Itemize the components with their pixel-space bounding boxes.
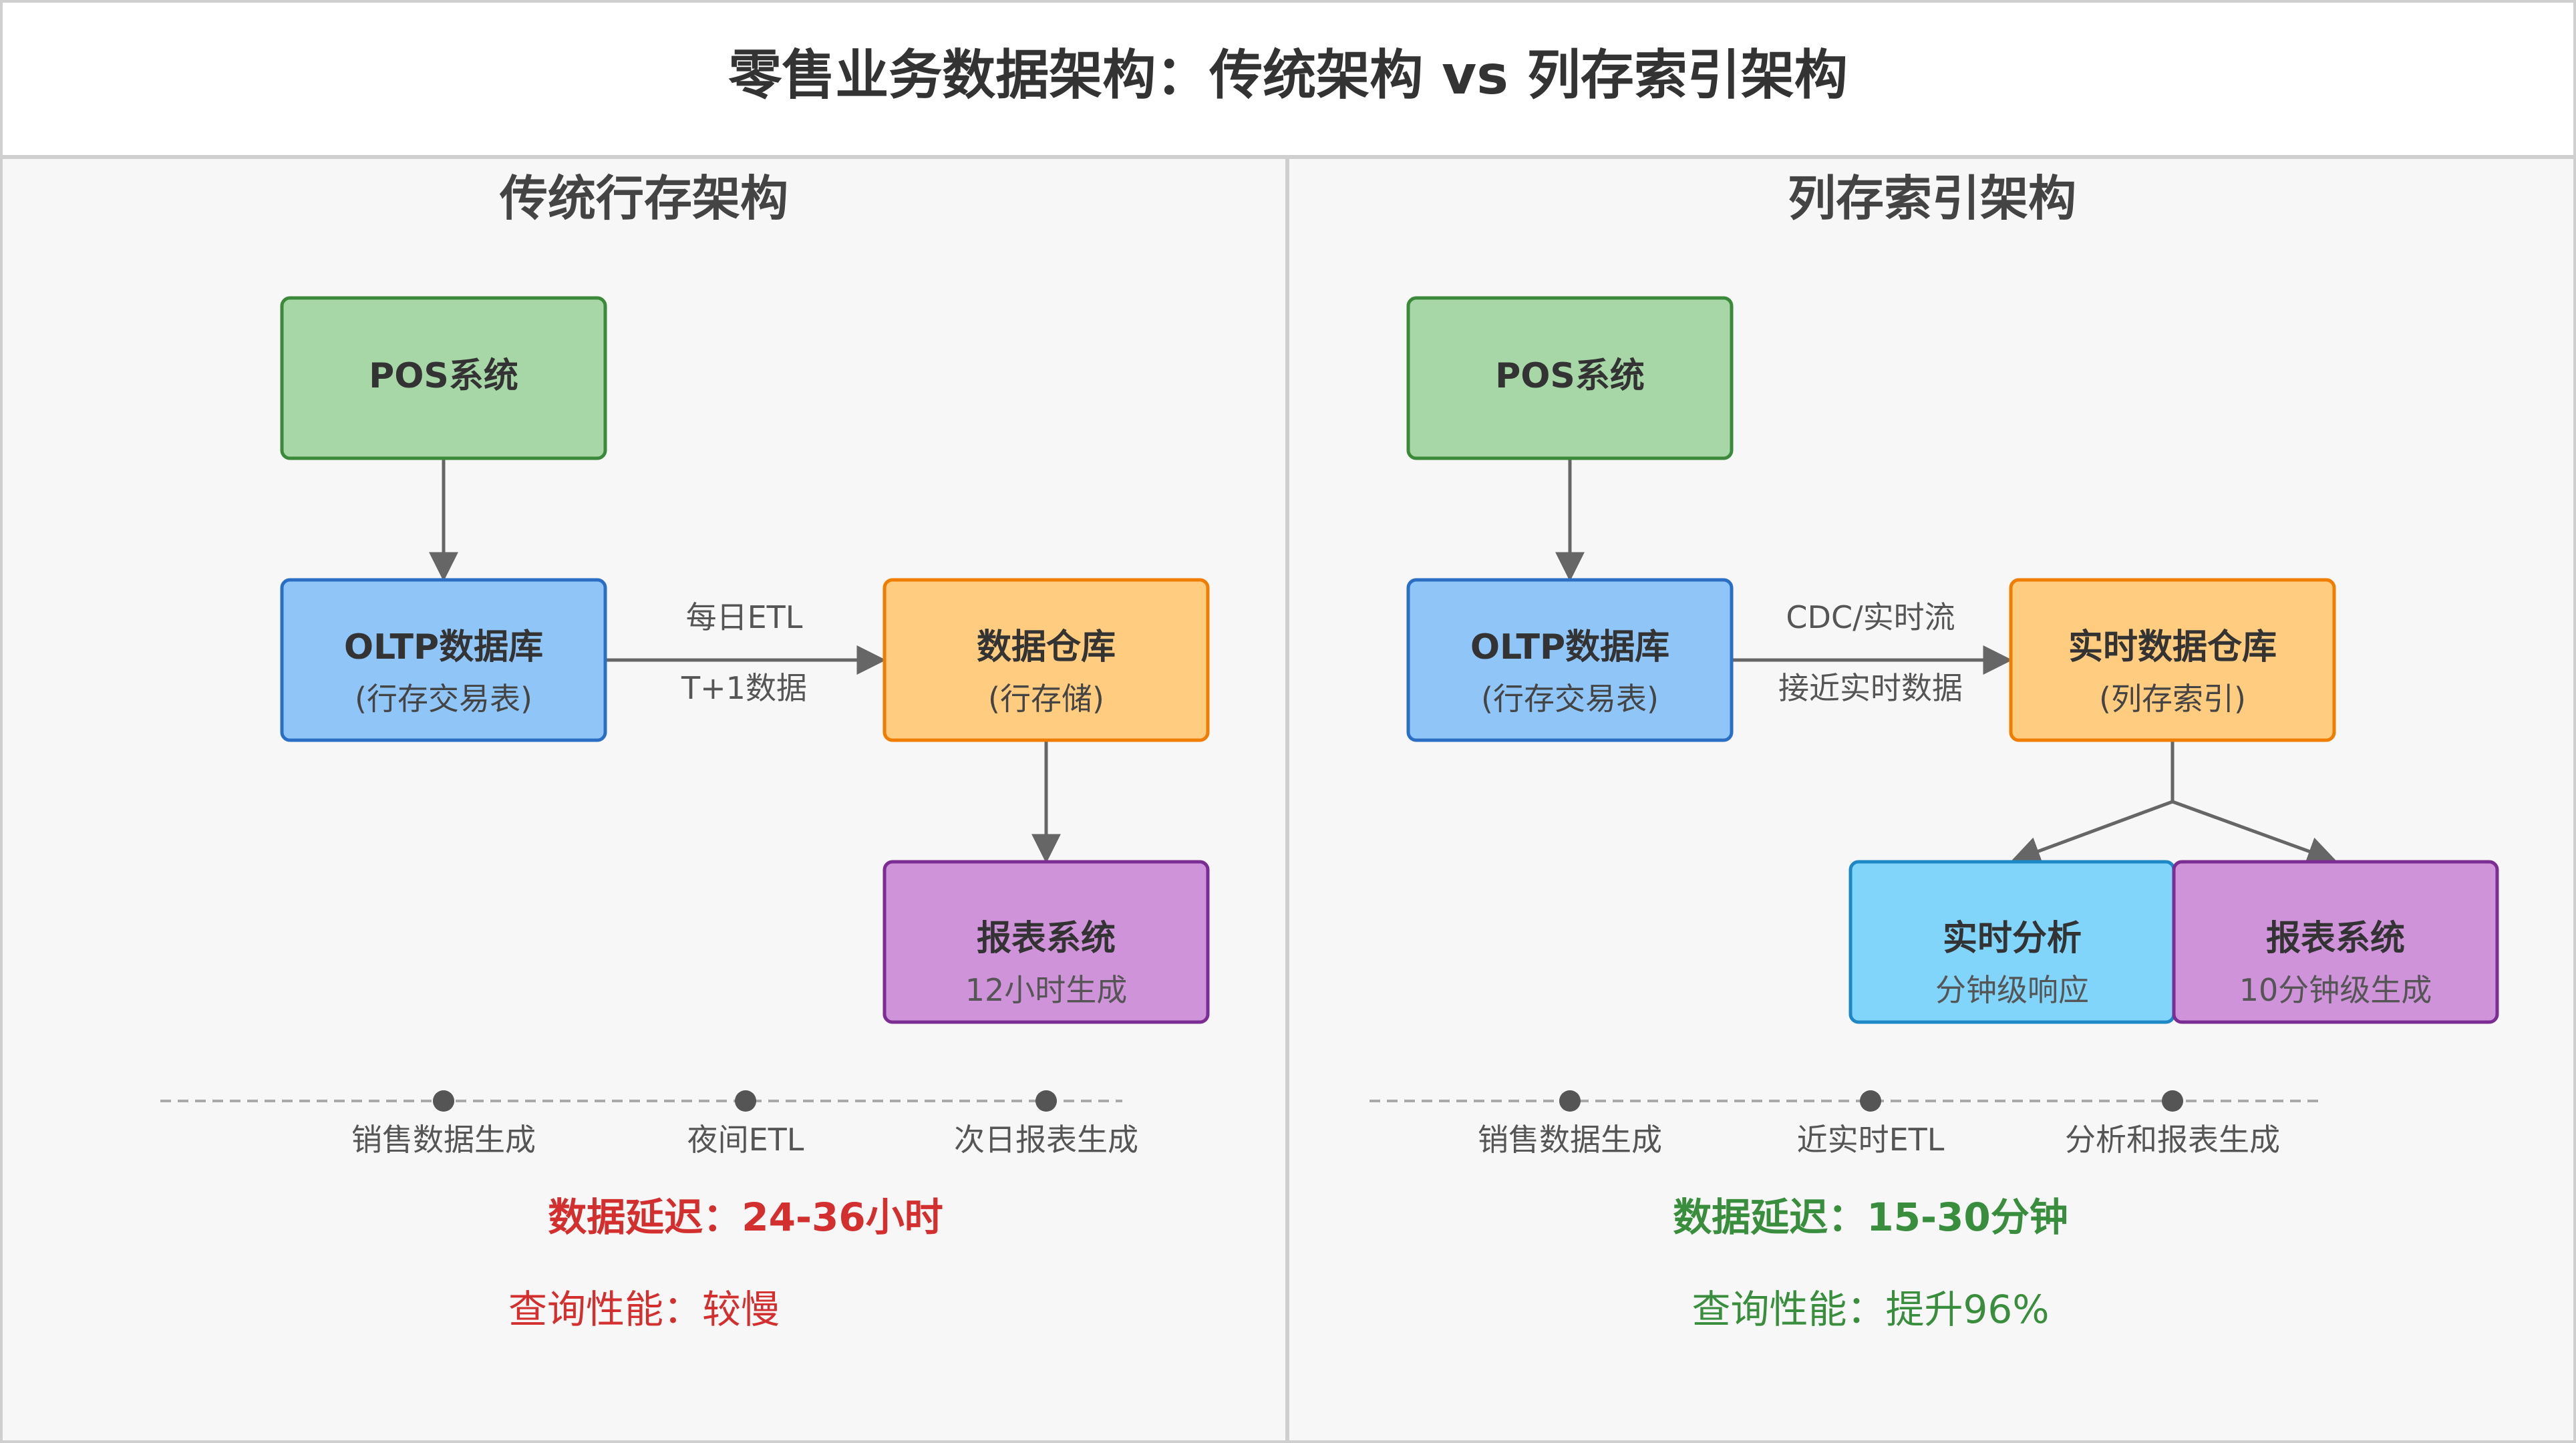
page-title: 零售业务数据架构：传统架构 vs 列存索引架构 — [728, 44, 1847, 106]
left-timeline-dot-1 — [433, 1090, 454, 1112]
left-performance: 查询性能：较慢 — [508, 1287, 780, 1332]
right-edge-label-bottom: 接近实时数据 — [1778, 670, 1963, 706]
right-edge-dw-analysis — [2010, 800, 2173, 865]
left-panel — [0, 156, 1288, 1443]
right-timeline-dot-3 — [2162, 1090, 2183, 1112]
left-node-dw-sub: (行存储) — [988, 681, 1104, 717]
right-timeline-dot-2 — [1860, 1090, 1881, 1112]
right-node-report: 报表系统 10分钟级生成 — [2172, 860, 2499, 1024]
right-node-dw-sub: (列存索引) — [2099, 681, 2246, 717]
right-timeline-label-1: 销售数据生成 — [1478, 1122, 1662, 1158]
left-edge-label-bottom: T+1数据 — [681, 670, 807, 706]
right-timeline-label-3: 分析和报表生成 — [2065, 1122, 2280, 1158]
right-edge-label-top: CDC/实时流 — [1786, 599, 1955, 635]
left-node-report: 报表系统 12小时生成 — [882, 860, 1210, 1024]
left-node-report-title: 报表系统 — [977, 919, 1116, 959]
right-node-pos: POS系统 — [1406, 296, 1734, 460]
left-latency: 数据延迟：24-36小时 — [548, 1194, 943, 1240]
right-node-analysis-sub: 分钟级响应 — [1935, 972, 2089, 1008]
left-timeline-dot-2 — [735, 1090, 756, 1112]
left-node-pos: POS系统 — [280, 296, 607, 460]
left-node-oltp-title: OLTP数据库 — [344, 627, 543, 667]
right-node-oltp: OLTP数据库 (行存交易表) — [1406, 578, 1734, 742]
left-node-oltp: OLTP数据库 (行存交易表) — [280, 578, 607, 742]
right-node-pos-title: POS系统 — [1495, 356, 1645, 396]
right-heading: 列存索引架构 — [1788, 170, 2076, 226]
right-timeline-label-2: 近实时ETL — [1797, 1122, 1945, 1158]
right-node-report-title: 报表系统 — [2266, 919, 2405, 959]
right-timeline-dot-1 — [1559, 1090, 1581, 1112]
left-node-pos-title: POS系统 — [369, 356, 518, 396]
right-node-analysis: 实时分析 分钟级响应 — [1848, 860, 2176, 1024]
right-node-oltp-sub: (行存交易表) — [1481, 681, 1659, 717]
left-timeline-dot-3 — [1035, 1090, 1057, 1112]
left-node-dw-title: 数据仓库 — [977, 627, 1116, 667]
right-node-dw: 实时数据仓库 (列存索引) — [2009, 578, 2336, 742]
left-timeline-label-2: 夜间ETL — [687, 1122, 804, 1158]
left-node-oltp-sub: (行存交易表) — [355, 681, 532, 717]
right-performance: 查询性能：提升96% — [1692, 1287, 2050, 1332]
title-bar — [0, 0, 2576, 158]
right-node-oltp-title: OLTP数据库 — [1470, 627, 1669, 667]
left-timeline-label-3: 次日报表生成 — [954, 1122, 1138, 1158]
right-node-report-sub: 10分钟级生成 — [2239, 972, 2432, 1008]
left-timeline-label-1: 销售数据生成 — [351, 1122, 536, 1158]
right-latency: 数据延迟：15-30分钟 — [1673, 1194, 2068, 1240]
left-node-dw: 数据仓库 (行存储) — [882, 578, 1210, 742]
left-edge-label-top: 每日ETL — [686, 599, 803, 635]
right-edge-dw-report — [2172, 800, 2338, 866]
right-node-dw-title: 实时数据仓库 — [2068, 627, 2277, 667]
right-node-analysis-title: 实时分析 — [1943, 919, 2082, 959]
right-panel — [1287, 156, 2576, 1443]
left-node-report-sub: 12小时生成 — [965, 972, 1128, 1008]
left-heading: 传统行存架构 — [499, 170, 788, 226]
